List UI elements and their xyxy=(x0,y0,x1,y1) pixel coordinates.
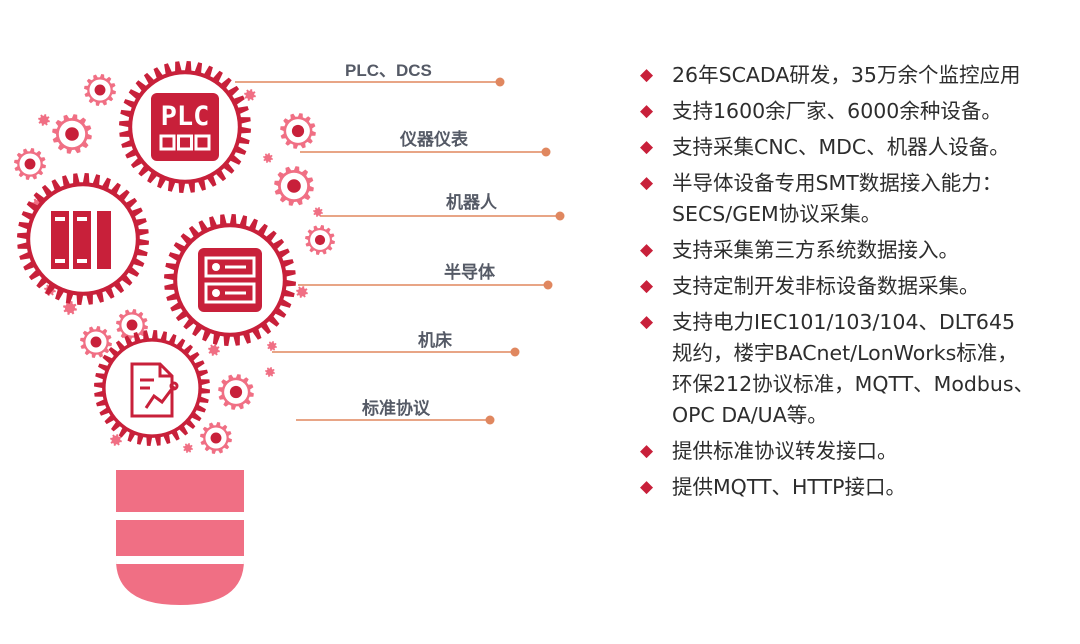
diamond-bullet-icon: ◆ xyxy=(640,101,654,121)
control-panel-icon xyxy=(198,248,262,312)
feature-text: SECS/GEM协议采集。 xyxy=(672,202,882,226)
battery-icon xyxy=(291,124,305,138)
decorative-speck xyxy=(267,341,277,351)
decorative-speck xyxy=(263,153,273,163)
presentation-icon xyxy=(287,179,301,193)
battery-gear xyxy=(280,113,316,149)
home-icon xyxy=(90,336,102,348)
connector-lines xyxy=(235,77,565,425)
feature-item: ◆ 26年SCADA研发，35万余个监控应用 xyxy=(640,60,1080,91)
connector-dot xyxy=(495,77,505,87)
feature-text: 支持采集第三方系统数据接入。 xyxy=(672,238,959,262)
diamond-bullet-icon: ◆ xyxy=(640,65,654,85)
feature-item: ◆ 支持定制开发非标设备数据采集。 xyxy=(640,271,1080,302)
diamond-bullet-icon: ◆ xyxy=(640,312,654,332)
feature-text: 半导体设备专用SMT数据接入能力： xyxy=(672,171,1003,195)
database-gear xyxy=(218,374,254,410)
home-gear xyxy=(52,114,92,154)
home-gear xyxy=(80,326,112,358)
tools-icon xyxy=(210,432,222,444)
decorative-speck xyxy=(63,301,77,315)
connector-dot xyxy=(510,347,520,357)
connector-dot xyxy=(541,147,551,157)
presentation-gear xyxy=(274,166,314,206)
diamond-bullet-icon: ◆ xyxy=(640,441,654,461)
warning-gear xyxy=(84,74,116,106)
feature-text: 26年SCADA研发，35万余个监控应用 xyxy=(672,63,1021,87)
feature-text: 提供标准协议转发接口。 xyxy=(672,439,898,463)
category-label: 半导体 xyxy=(444,263,495,282)
feature-text: 支持电力IEC101/103/104、DLT645 xyxy=(672,310,1016,334)
feature-text: 规约，楼宇BACnet/LonWorks标准， xyxy=(672,341,1018,365)
category-label: 机器人 xyxy=(446,193,497,212)
decorative-speck xyxy=(313,207,323,217)
feature-item: ◆ 半导体设备专用SMT数据接入能力： SECS/GEM协议采集。 xyxy=(640,168,1080,230)
tools-gear xyxy=(14,148,46,180)
feature-text: 环保212协议标准，MQTT、Modbus、 xyxy=(672,372,1035,396)
warning-icon xyxy=(314,234,326,246)
decorative-speck xyxy=(296,286,308,298)
connector-dot xyxy=(555,211,565,221)
decorative-speck xyxy=(38,114,50,126)
mail-icon xyxy=(126,319,138,331)
feature-item: ◆ 支持电力IEC101/103/104、DLT645 规约，楼宇BACnet/Lo… xyxy=(640,307,1080,431)
diamond-bullet-icon: ◆ xyxy=(640,137,654,157)
connector-dot xyxy=(543,280,553,290)
diamond-bullet-icon: ◆ xyxy=(640,240,654,260)
category-label: 标准协议 xyxy=(362,399,430,418)
gear-document-chart xyxy=(94,330,210,446)
plc-icon: PLC xyxy=(151,93,219,161)
decorative-speck xyxy=(265,367,275,377)
diamond-bullet-icon: ◆ xyxy=(640,173,654,193)
feature-text: 支持1600余厂家、6000余种设备。 xyxy=(672,99,1002,123)
decorative-speck xyxy=(183,443,193,453)
database-icon xyxy=(229,385,243,399)
feature-item: ◆ 支持采集第三方系统数据接入。 xyxy=(640,235,1080,266)
diamond-bullet-icon: ◆ xyxy=(640,276,654,296)
mail-gear xyxy=(116,309,148,341)
decorative-speck xyxy=(208,344,220,356)
home-icon xyxy=(65,127,79,141)
warning-icon xyxy=(94,84,106,96)
category-label: 仪器仪表 xyxy=(400,130,468,149)
feature-text: 支持定制开发非标设备数据采集。 xyxy=(672,274,980,298)
decorative-speck xyxy=(110,434,122,446)
lightbulb-illustration: PLC xyxy=(14,61,565,605)
tools-icon xyxy=(24,158,36,170)
decorative-speck xyxy=(244,89,256,101)
plc-icon-text: PLC xyxy=(161,101,210,132)
category-label: 机床 xyxy=(418,331,452,350)
bulb-base xyxy=(116,470,244,605)
server-rack-icon xyxy=(51,211,111,269)
warning-gear xyxy=(305,225,335,255)
feature-item: ◆ 提供标准协议转发接口。 xyxy=(640,436,1080,467)
feature-item: ◆ 支持1600余厂家、6000余种设备。 xyxy=(640,96,1080,127)
feature-text: 提供MQTT、HTTP接口。 xyxy=(672,475,906,499)
feature-text: OPC DA/UA等。 xyxy=(672,403,828,427)
feature-item: ◆ 支持采集CNC、MDC、机器人设备。 xyxy=(640,132,1080,163)
feature-list: ◆ 26年SCADA研发，35万余个监控应用 ◆ 支持1600余厂家、6000余种设备… xyxy=(640,60,1080,508)
feature-item: ◆ 提供MQTT、HTTP接口。 xyxy=(640,472,1080,503)
diamond-bullet-icon: ◆ xyxy=(640,477,654,497)
category-label: PLC、DCS xyxy=(345,61,432,80)
feature-text: 支持采集CNC、MDC、机器人设备。 xyxy=(672,135,1010,159)
tools-gear xyxy=(200,422,232,454)
connector-dot xyxy=(485,415,495,425)
document-chart-icon xyxy=(130,362,179,418)
